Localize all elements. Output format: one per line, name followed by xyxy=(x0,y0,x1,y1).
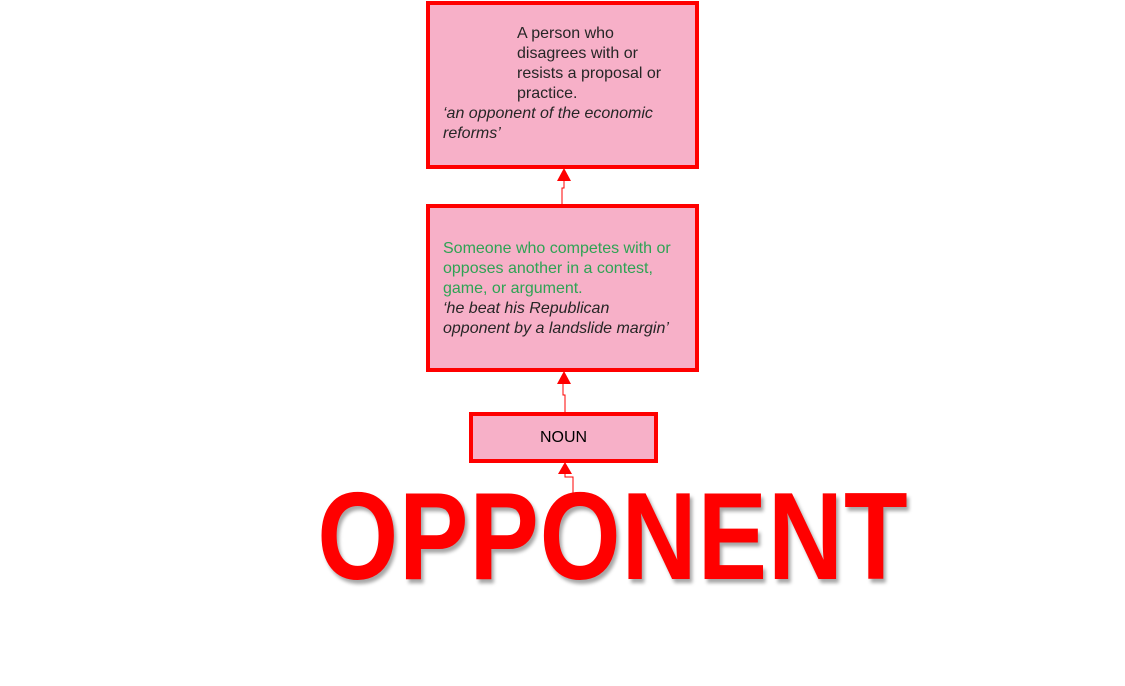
definition-line: practice. xyxy=(517,85,578,102)
arrow-line-noun-to-sense1 xyxy=(562,382,566,412)
definition-line: A person who xyxy=(517,25,614,42)
part-of-speech-box xyxy=(469,412,658,463)
headword: OPPONENT xyxy=(317,468,909,606)
arrow-head-icon xyxy=(558,462,572,474)
definition-line: opposes another in a contest, xyxy=(443,260,653,277)
definition-line: Someone who competes with or xyxy=(443,240,671,257)
definition-line: game, or argument. xyxy=(443,280,583,297)
arrow-line-sense1-to-sense2 xyxy=(561,179,565,204)
arrow-head-icon xyxy=(557,168,571,181)
arrow-line-word-to-noun xyxy=(564,472,574,493)
definition-box-sense-2 xyxy=(426,1,699,169)
example-text-sense-1: ‘he beat his Republican opponent by a la… xyxy=(443,299,669,339)
part-of-speech-label: NOUN xyxy=(539,429,588,446)
definition-box-sense-1 xyxy=(426,204,699,372)
example-line: ‘he beat his Republican xyxy=(443,300,610,317)
arrow-head-icon xyxy=(557,371,571,384)
example-text-sense-2: ‘an opponent of the economic reforms’ xyxy=(443,104,653,144)
definition-text-sense-1: Someone who competes with or opposes ano… xyxy=(443,239,671,299)
example-line: opponent by a landslide margin’ xyxy=(443,320,669,337)
example-line: reforms’ xyxy=(443,125,501,142)
definition-text-sense-2: A person who disagrees with or resists a… xyxy=(517,24,661,104)
definition-line: resists a proposal or xyxy=(517,65,662,82)
example-line: ‘an opponent of the economic xyxy=(443,105,653,122)
definition-line: disagrees with or xyxy=(517,45,638,62)
